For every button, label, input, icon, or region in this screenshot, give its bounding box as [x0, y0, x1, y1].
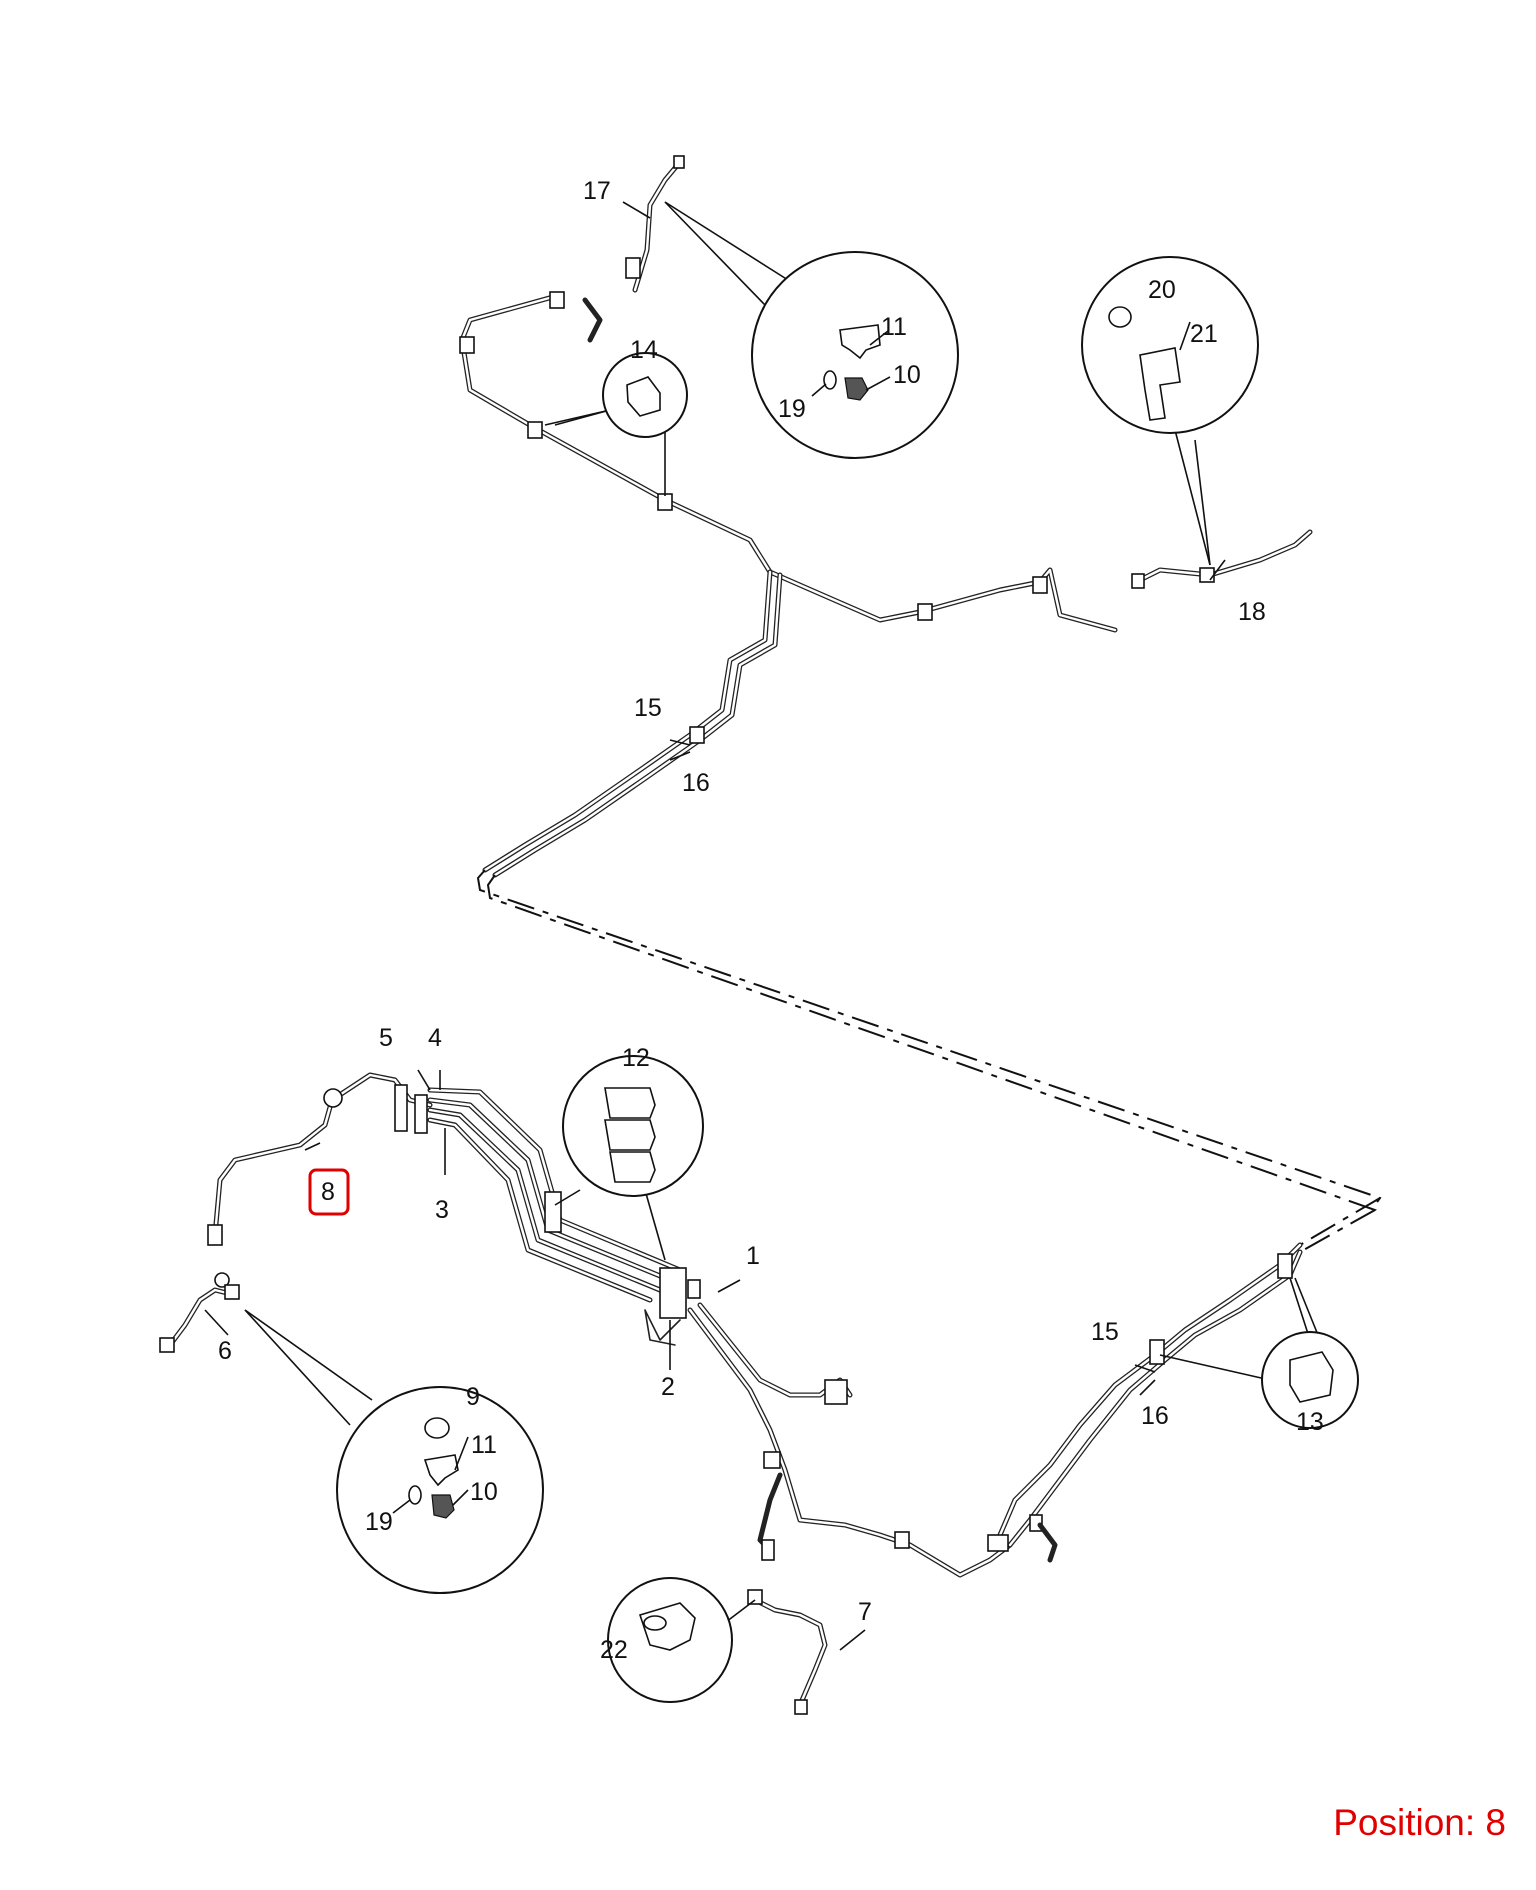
callout-3: 3	[435, 1196, 449, 1224]
line-clip	[544, 1191, 562, 1233]
grommet	[1108, 306, 1132, 328]
callout-20: 20	[1148, 276, 1176, 304]
line-fitting	[159, 1337, 175, 1353]
callout-8-highlight	[308, 1168, 350, 1216]
callout-8: 8	[321, 1178, 335, 1206]
retainer-clip	[839, 324, 881, 360]
callout-1: 1	[746, 1242, 760, 1270]
line-clip	[1032, 576, 1048, 594]
line-grommet	[323, 1088, 343, 1108]
callout-14: 14	[630, 336, 658, 364]
callout-17: 17	[583, 177, 611, 205]
detail-view-clip-13	[1159, 1277, 1359, 1429]
multi-line-clip	[604, 1087, 656, 1119]
detail-view-bracket	[1081, 256, 1259, 566]
junction-block	[659, 1267, 687, 1319]
line-fitting	[1199, 567, 1215, 583]
callout-leaders	[204, 201, 1226, 1651]
callout-16-upper: 16	[682, 769, 710, 797]
callout-19-lower: 19	[365, 1508, 393, 1536]
detail-view-clip-12	[554, 1055, 704, 1261]
line-fitting	[794, 1699, 808, 1715]
line-fitting	[673, 155, 685, 169]
line-fitting	[824, 1379, 848, 1405]
line-clip	[459, 336, 475, 354]
o-ring	[408, 1485, 422, 1505]
multi-line-clip	[609, 1151, 656, 1183]
line-clamp	[638, 1602, 696, 1651]
line-clip	[626, 376, 661, 417]
line-fitting	[1131, 573, 1145, 589]
line-continuation-dashed	[476, 869, 1382, 1253]
o-ring	[823, 370, 837, 390]
callout-12: 12	[622, 1044, 650, 1072]
line-fitting	[747, 1589, 763, 1605]
mounting-bracket	[1139, 347, 1181, 421]
callout-15-upper: 15	[634, 694, 662, 722]
front-brake-line-assembly	[159, 1072, 1303, 1715]
line-clip	[763, 1451, 781, 1469]
rear-brake-line-assembly	[459, 155, 1313, 878]
line-fitting	[207, 1224, 223, 1246]
line-clip	[1277, 1253, 1293, 1279]
line-clip	[689, 726, 705, 744]
bolt	[844, 377, 869, 401]
line-clip	[549, 291, 565, 309]
line-fitting	[394, 1084, 408, 1132]
line-clip	[527, 421, 543, 439]
callout-16-lower: 16	[1141, 1402, 1169, 1430]
detail-view-clamp-22	[607, 1577, 756, 1703]
callout-21: 21	[1190, 320, 1218, 348]
junction-fitting	[687, 1279, 701, 1299]
multi-line-clip	[604, 1119, 656, 1151]
line-fitting	[214, 1272, 230, 1288]
callout-5: 5	[379, 1024, 393, 1052]
line-clip	[917, 603, 933, 621]
line-fitting	[414, 1094, 428, 1134]
callout-labels: 17 20 21 11 10 19 14 18 15 16 5 4 12 8 3…	[218, 177, 1324, 1664]
callout-19-upper: 19	[778, 395, 806, 423]
callout-22: 22	[600, 1636, 628, 1664]
callout-2: 2	[661, 1373, 675, 1401]
detail-view-clip-14	[544, 352, 688, 496]
callout-11-upper: 11	[881, 313, 907, 341]
detail-view-clip-bolt-upper	[664, 201, 959, 459]
line-clip	[894, 1531, 910, 1549]
callout-11-lower: 11	[471, 1431, 497, 1459]
callout-13: 13	[1296, 1408, 1324, 1436]
callout-6: 6	[218, 1337, 232, 1365]
position-label: Position: 8	[1333, 1802, 1506, 1843]
line-fitting	[224, 1284, 240, 1300]
line-clamp	[643, 1615, 667, 1631]
line-clip	[1149, 1339, 1165, 1365]
line-fitting	[987, 1534, 1009, 1552]
callout-9: 9	[466, 1383, 480, 1411]
line-clip	[657, 493, 673, 511]
callout-7: 7	[858, 1598, 872, 1626]
line-fitting	[625, 257, 641, 279]
callout-10-lower: 10	[470, 1478, 498, 1506]
bolt	[431, 1494, 455, 1519]
line-clip	[1289, 1351, 1334, 1403]
callout-15-lower: 15	[1091, 1318, 1119, 1346]
line-fitting	[761, 1539, 775, 1561]
retainer-clip	[423, 1454, 459, 1487]
callout-10-upper: 10	[893, 361, 921, 389]
grommet	[424, 1417, 450, 1439]
callout-4: 4	[428, 1024, 442, 1052]
detail-view-clip-bolt-lower	[244, 1309, 544, 1594]
callout-18: 18	[1238, 598, 1266, 626]
